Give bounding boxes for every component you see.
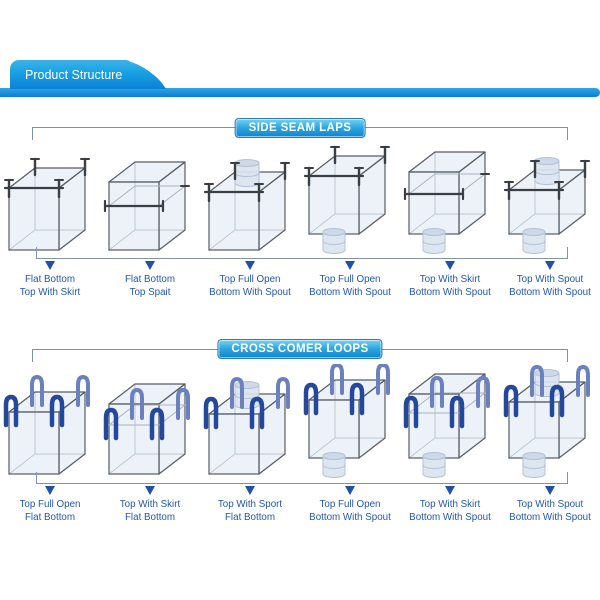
bag-illustration [503,157,590,254]
bag-label-line1: Top Full Open [19,499,81,510]
header-underline-bar [0,88,600,97]
bag-illustration [103,383,190,475]
bag-column [500,364,600,482]
bag-label-line2: Flat Bottom [124,511,176,523]
bag-illustration [3,157,90,251]
bag-label-line2: Flat Bottom [24,511,76,523]
down-arrow-icon [145,261,155,270]
arrow-distribution-line [36,247,568,259]
bag-illustration [103,161,190,251]
bag-label-line1: Top Full Open [319,274,381,285]
arrows-row [0,261,600,270]
bag-label-line1: Top Full Open [219,274,281,285]
down-arrow-icon [245,486,255,495]
bag-label-line1: Top With Sport [217,499,283,510]
section-banner: CROSS COMER LOOPS [217,339,383,359]
down-arrow-icon [445,486,455,495]
bag-column [200,364,300,482]
page-title: Product Structure [25,67,123,82]
bag-label-line2: Flat Bottom [224,511,276,523]
arrow-cell [200,486,300,495]
bag-column [300,140,400,258]
bag-illustration [203,159,290,251]
bag-label-line1: Top With Skirt [419,499,481,510]
bag-label-line1: Top With Skirt [419,274,481,285]
arrow-distribution-line [36,472,568,484]
bag-label-line2: Bottom With Spout [209,286,291,298]
arrows-row [0,486,600,495]
bag-illustration [303,145,390,254]
bag-label-line2: Bottom With Spout [509,511,591,523]
arrow-cell [500,261,600,270]
bag-illustration [403,373,490,478]
bag-column [100,364,200,482]
arrow-cell [300,486,400,495]
bag-illustration [3,374,90,475]
bag-label-line1: Top With Skirt [119,499,181,510]
bags-row [0,140,600,258]
bag-illustration [303,364,390,478]
arrow-cell [400,486,500,495]
bag-column [0,364,100,482]
down-arrow-icon [545,486,555,495]
down-arrow-icon [45,486,55,495]
bag-column [500,140,600,258]
arrow-cell [100,486,200,495]
arrow-cell [300,261,400,270]
section-banner: SIDE SEAM LAPS [234,118,366,138]
bag-label-line2: Bottom With Spout [509,286,591,298]
bag-column [0,140,100,258]
bags-row [0,364,600,482]
bag-illustration [503,364,590,478]
bag-label-line2: Top Spait [129,286,171,298]
product-structure-tab: Product Structure [10,60,133,89]
down-arrow-icon [345,486,355,495]
bag-column [200,140,300,258]
bag-label-line1: Top With Spout [516,274,584,285]
arrow-cell [100,261,200,270]
down-arrow-icon [345,261,355,270]
bag-label-line2: Bottom With Spout [409,286,491,298]
bag-label-line1: Flat Bottom [24,274,76,285]
down-arrow-icon [245,261,255,270]
bag-column [400,140,500,258]
bag-illustration [403,151,490,254]
bag-label-line1: Flat Bottom [124,274,176,285]
arrow-cell [200,261,300,270]
arrow-cell [0,486,100,495]
bag-label-line2: Bottom With Spout [309,511,391,523]
bag-column [300,364,400,482]
bag-label-line1: Top Full Open [319,499,381,510]
bag-label-line1: Top With Spout [516,499,584,510]
bag-label-line2: Bottom With Spout [409,511,491,523]
banner-label: SIDE SEAM LAPS [248,122,352,134]
down-arrow-icon [45,261,55,270]
bag-column [100,140,200,258]
arrow-cell [500,486,600,495]
arrow-cell [0,261,100,270]
bag-illustration [203,376,290,475]
down-arrow-icon [545,261,555,270]
banner-label: CROSS COMER LOOPS [231,343,369,355]
bag-column [400,364,500,482]
down-arrow-icon [445,261,455,270]
down-arrow-icon [145,486,155,495]
arrow-cell [400,261,500,270]
bag-label-line2: Top With Skirt [19,286,81,298]
bag-label-line2: Bottom With Spout [309,286,391,298]
